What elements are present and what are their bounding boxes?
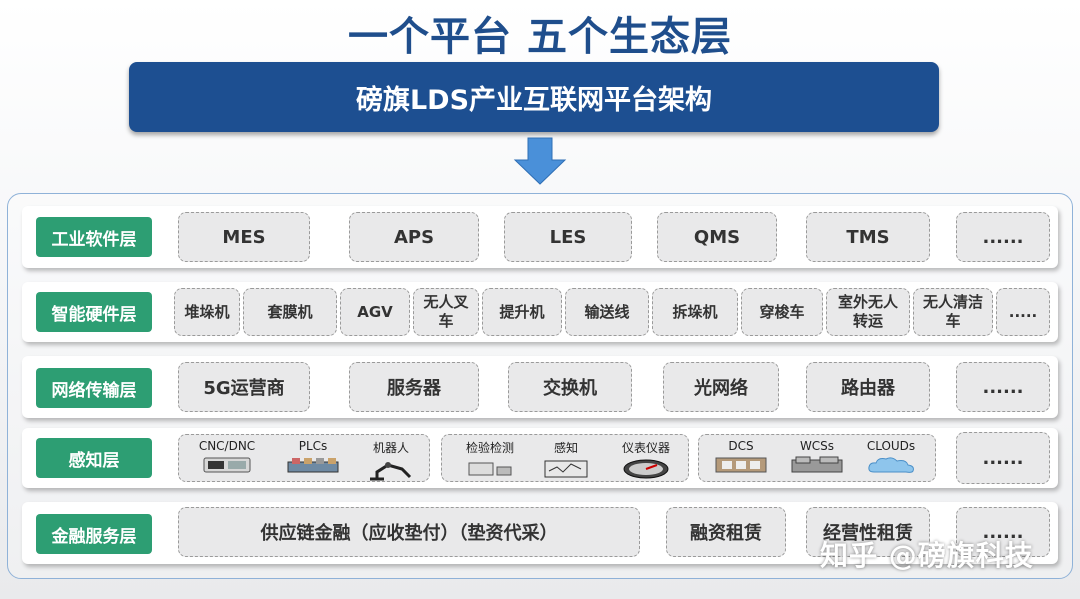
item-elevator: 提升机 [482, 288, 562, 336]
sub-item-instruments: 仪表仪器 [606, 439, 686, 479]
layer-label-hardware: 智能硬件层 [36, 292, 152, 332]
sub-item-label: DCS [728, 439, 754, 453]
item-operating-lease: 经营性租赁 [806, 507, 930, 557]
sub-item-label: CLOUDs [866, 439, 916, 453]
perception-group-detection: 检验检测 感知 仪表仪器 [441, 434, 689, 482]
sub-item-clouds: CLOUDs [851, 439, 931, 474]
sub-item-cnc: CNC/DNC [187, 439, 267, 474]
layer-row-hardware: 智能硬件层 堆垛机 套膜机 AGV 无人叉 车 提升机 输送线 拆垛机 穿梭车 … [22, 282, 1058, 342]
dcs-cabinet-icon [715, 457, 767, 473]
watermark: 知乎 @磅旗科技 [820, 539, 1034, 572]
layer-label-perception: 感知层 [36, 438, 152, 478]
wcs-equipment-icon [791, 456, 843, 473]
sub-item-label: CNC/DNC [198, 439, 256, 453]
robot-arm-icon [370, 462, 412, 481]
item-depalletizer: 拆垛机 [652, 288, 738, 336]
item-cleaning-vehicle: 无人清洁 车 [913, 288, 993, 336]
cnc-machine-icon [203, 457, 251, 473]
layer-label-network: 网络传输层 [36, 368, 152, 408]
item-qms: QMS [657, 212, 777, 262]
sub-item-sensing: 感知 [526, 439, 606, 479]
item-more: ...... [956, 362, 1050, 412]
item-mes: MES [178, 212, 310, 262]
sub-item-label: 感知 [553, 441, 578, 455]
sub-item-label: 机器人 [372, 441, 409, 455]
item-stacker-crane: 堆垛机 [174, 288, 240, 336]
item-optical-network: 光网络 [663, 362, 779, 412]
layer-label-software: 工业软件层 [36, 217, 152, 257]
item-router: 路由器 [806, 362, 930, 412]
item-switch: 交换机 [508, 362, 632, 412]
layer-label-finance: 金融服务层 [36, 514, 152, 554]
sub-item-dcs: DCS [701, 439, 781, 474]
sub-item-label: PLCs [298, 439, 328, 453]
cloud-icon [868, 457, 914, 473]
sub-item-label: WCSs [799, 439, 835, 453]
item-more: ...... [956, 432, 1050, 484]
item-more: ...... [956, 507, 1050, 557]
perception-group-control: CNC/DNC PLCs 机器人 [178, 434, 430, 482]
layer-row-software: 工业软件层 MES APS LES QMS TMS ...... [22, 206, 1058, 268]
banner-text: 磅旗LDS产业互联网平台架构 [355, 84, 713, 116]
item-driverless-forklift: 无人叉 车 [413, 288, 479, 336]
inspection-device-icon [468, 462, 512, 476]
down-arrow-icon [513, 137, 567, 185]
item-aps: APS [349, 212, 479, 262]
item-film-wrapper: 套膜机 [243, 288, 337, 336]
page-title: 一个平台 五个生态层 [348, 14, 732, 60]
item-outdoor-transfer: 室外无人 转运 [826, 288, 910, 336]
gauge-icon [623, 459, 669, 479]
layer-row-finance: 金融服务层 供应链金融（应收垫付）（垫资代采） 融资租赁 经营性租赁 .....… [22, 502, 1058, 564]
item-5g-operator: 5G运营商 [178, 362, 310, 412]
sub-item-plcs: PLCs [273, 439, 353, 474]
sub-item-wcss: WCSs [777, 439, 857, 474]
item-more: ...... [956, 212, 1050, 262]
sub-item-robot: 机器人 [351, 439, 431, 481]
plc-icon [287, 458, 339, 473]
layer-row-perception: 感知层 CNC/DNC PLCs 机器人 [22, 428, 1058, 488]
sensor-monitor-icon [544, 460, 588, 478]
item-shuttle: 穿梭车 [741, 288, 823, 336]
item-more: ..... [996, 288, 1050, 336]
sub-item-label: 检验检测 [465, 441, 514, 455]
item-conveyor: 输送线 [565, 288, 649, 336]
sub-item-inspection: 检验检测 [450, 439, 530, 477]
perception-group-systems: DCS WCSs CLOUDs [698, 434, 936, 482]
item-server: 服务器 [349, 362, 479, 412]
layer-row-network: 网络传输层 5G运营商 服务器 交换机 光网络 路由器 ...... [22, 356, 1058, 418]
item-finance-lease: 融资租赁 [666, 507, 786, 557]
sub-item-label: 仪表仪器 [621, 441, 670, 455]
item-les: LES [504, 212, 632, 262]
platform-banner: 磅旗LDS产业互联网平台架构 [129, 62, 939, 132]
item-tms: TMS [806, 212, 930, 262]
item-agv: AGV [340, 288, 410, 336]
item-supply-chain-finance: 供应链金融（应收垫付）（垫资代采） [178, 507, 640, 557]
